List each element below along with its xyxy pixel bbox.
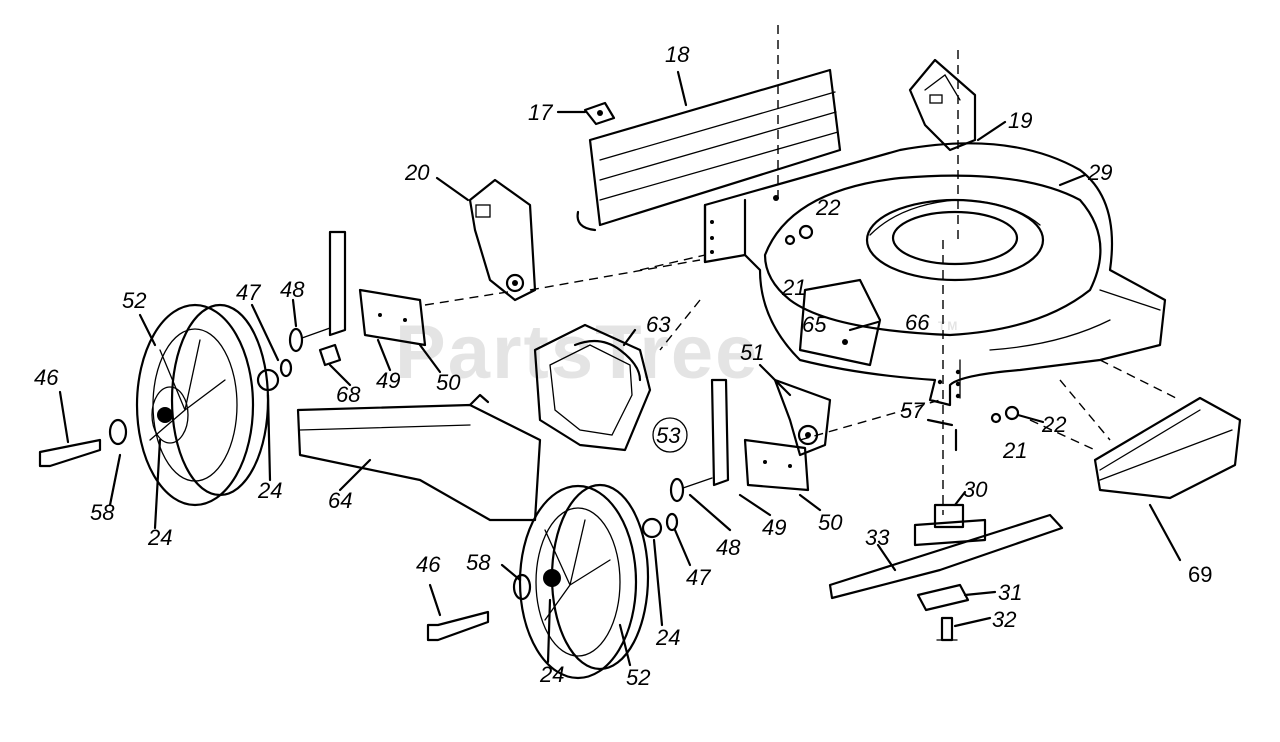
wheel-right	[518, 483, 663, 680]
side-plate-64	[296, 393, 542, 522]
callout-17: 17	[528, 100, 553, 125]
callout-30: 30	[963, 477, 988, 502]
callout-22-right: 22	[1041, 412, 1066, 437]
callout-labels: 18 17 19 29 20 22 21 65 66 63 51 57 22 2…	[34, 42, 1212, 690]
callout-18: 18	[665, 42, 690, 67]
bolt-48-left	[279, 327, 342, 378]
bolt-48-right	[665, 477, 713, 532]
callout-47-right: 47	[686, 565, 711, 590]
callout-49-right: 49	[762, 515, 786, 540]
callout-33: 33	[865, 525, 890, 550]
callout-29: 29	[1087, 160, 1112, 185]
callout-31: 31	[998, 580, 1022, 605]
callout-50-right: 50	[818, 510, 843, 535]
callout-48-right: 48	[716, 535, 741, 560]
small-hardware	[784, 224, 1020, 452]
callout-66: 66	[905, 310, 930, 335]
height-adjuster-left	[328, 230, 427, 347]
callout-63: 63	[646, 312, 671, 337]
callout-69: 69	[1188, 562, 1212, 587]
callout-19: 19	[1008, 108, 1032, 133]
callout-22-top: 22	[815, 195, 840, 220]
rear-flap-69	[1093, 396, 1242, 500]
callout-21-top: 21	[781, 275, 806, 300]
handle-bracket-19	[908, 58, 977, 152]
rear-baffle	[576, 68, 842, 232]
handle-bracket-20	[468, 178, 537, 302]
callout-53: 53	[656, 423, 681, 448]
alignment-lines	[424, 25, 1181, 515]
callout-50-left: 50	[436, 370, 461, 395]
callout-48-left: 48	[280, 277, 305, 302]
callout-57: 57	[900, 398, 925, 423]
clip-part-17	[583, 101, 616, 126]
callout-53-circle	[652, 417, 688, 453]
callout-52-left: 52	[122, 288, 146, 313]
callout-68: 68	[336, 382, 361, 407]
callout-24-right: 24	[655, 625, 680, 650]
bracket-65-66	[798, 278, 882, 367]
callout-47-left: 47	[236, 280, 261, 305]
callout-64: 64	[328, 488, 352, 513]
callout-58-left: 58	[90, 500, 115, 525]
callout-24-bottom: 24	[539, 662, 564, 687]
callout-49-left: 49	[376, 368, 400, 393]
callout-58-right: 58	[466, 550, 491, 575]
callout-52-right: 52	[626, 665, 650, 690]
callout-24-mid: 24	[257, 478, 282, 503]
height-adjuster-right	[710, 378, 810, 492]
blade-assembly	[828, 503, 1064, 642]
bolt-46-left	[38, 418, 128, 468]
callout-24-left: 24	[147, 525, 172, 550]
callout-46-left: 46	[34, 365, 59, 390]
rear-axle-bracket-51	[773, 378, 832, 457]
callout-21-right: 21	[1002, 438, 1027, 463]
callout-51: 51	[740, 340, 764, 365]
callout-46-right: 46	[416, 552, 441, 577]
watermark-tm: TM	[938, 319, 959, 333]
rear-door-63	[533, 323, 652, 452]
bolt-46-right	[426, 573, 532, 642]
mower-deck	[703, 142, 1167, 407]
callout-20: 20	[404, 160, 430, 185]
callout-65: 65	[802, 312, 827, 337]
callout-32: 32	[992, 607, 1016, 632]
leader-lines	[58, 70, 1182, 667]
